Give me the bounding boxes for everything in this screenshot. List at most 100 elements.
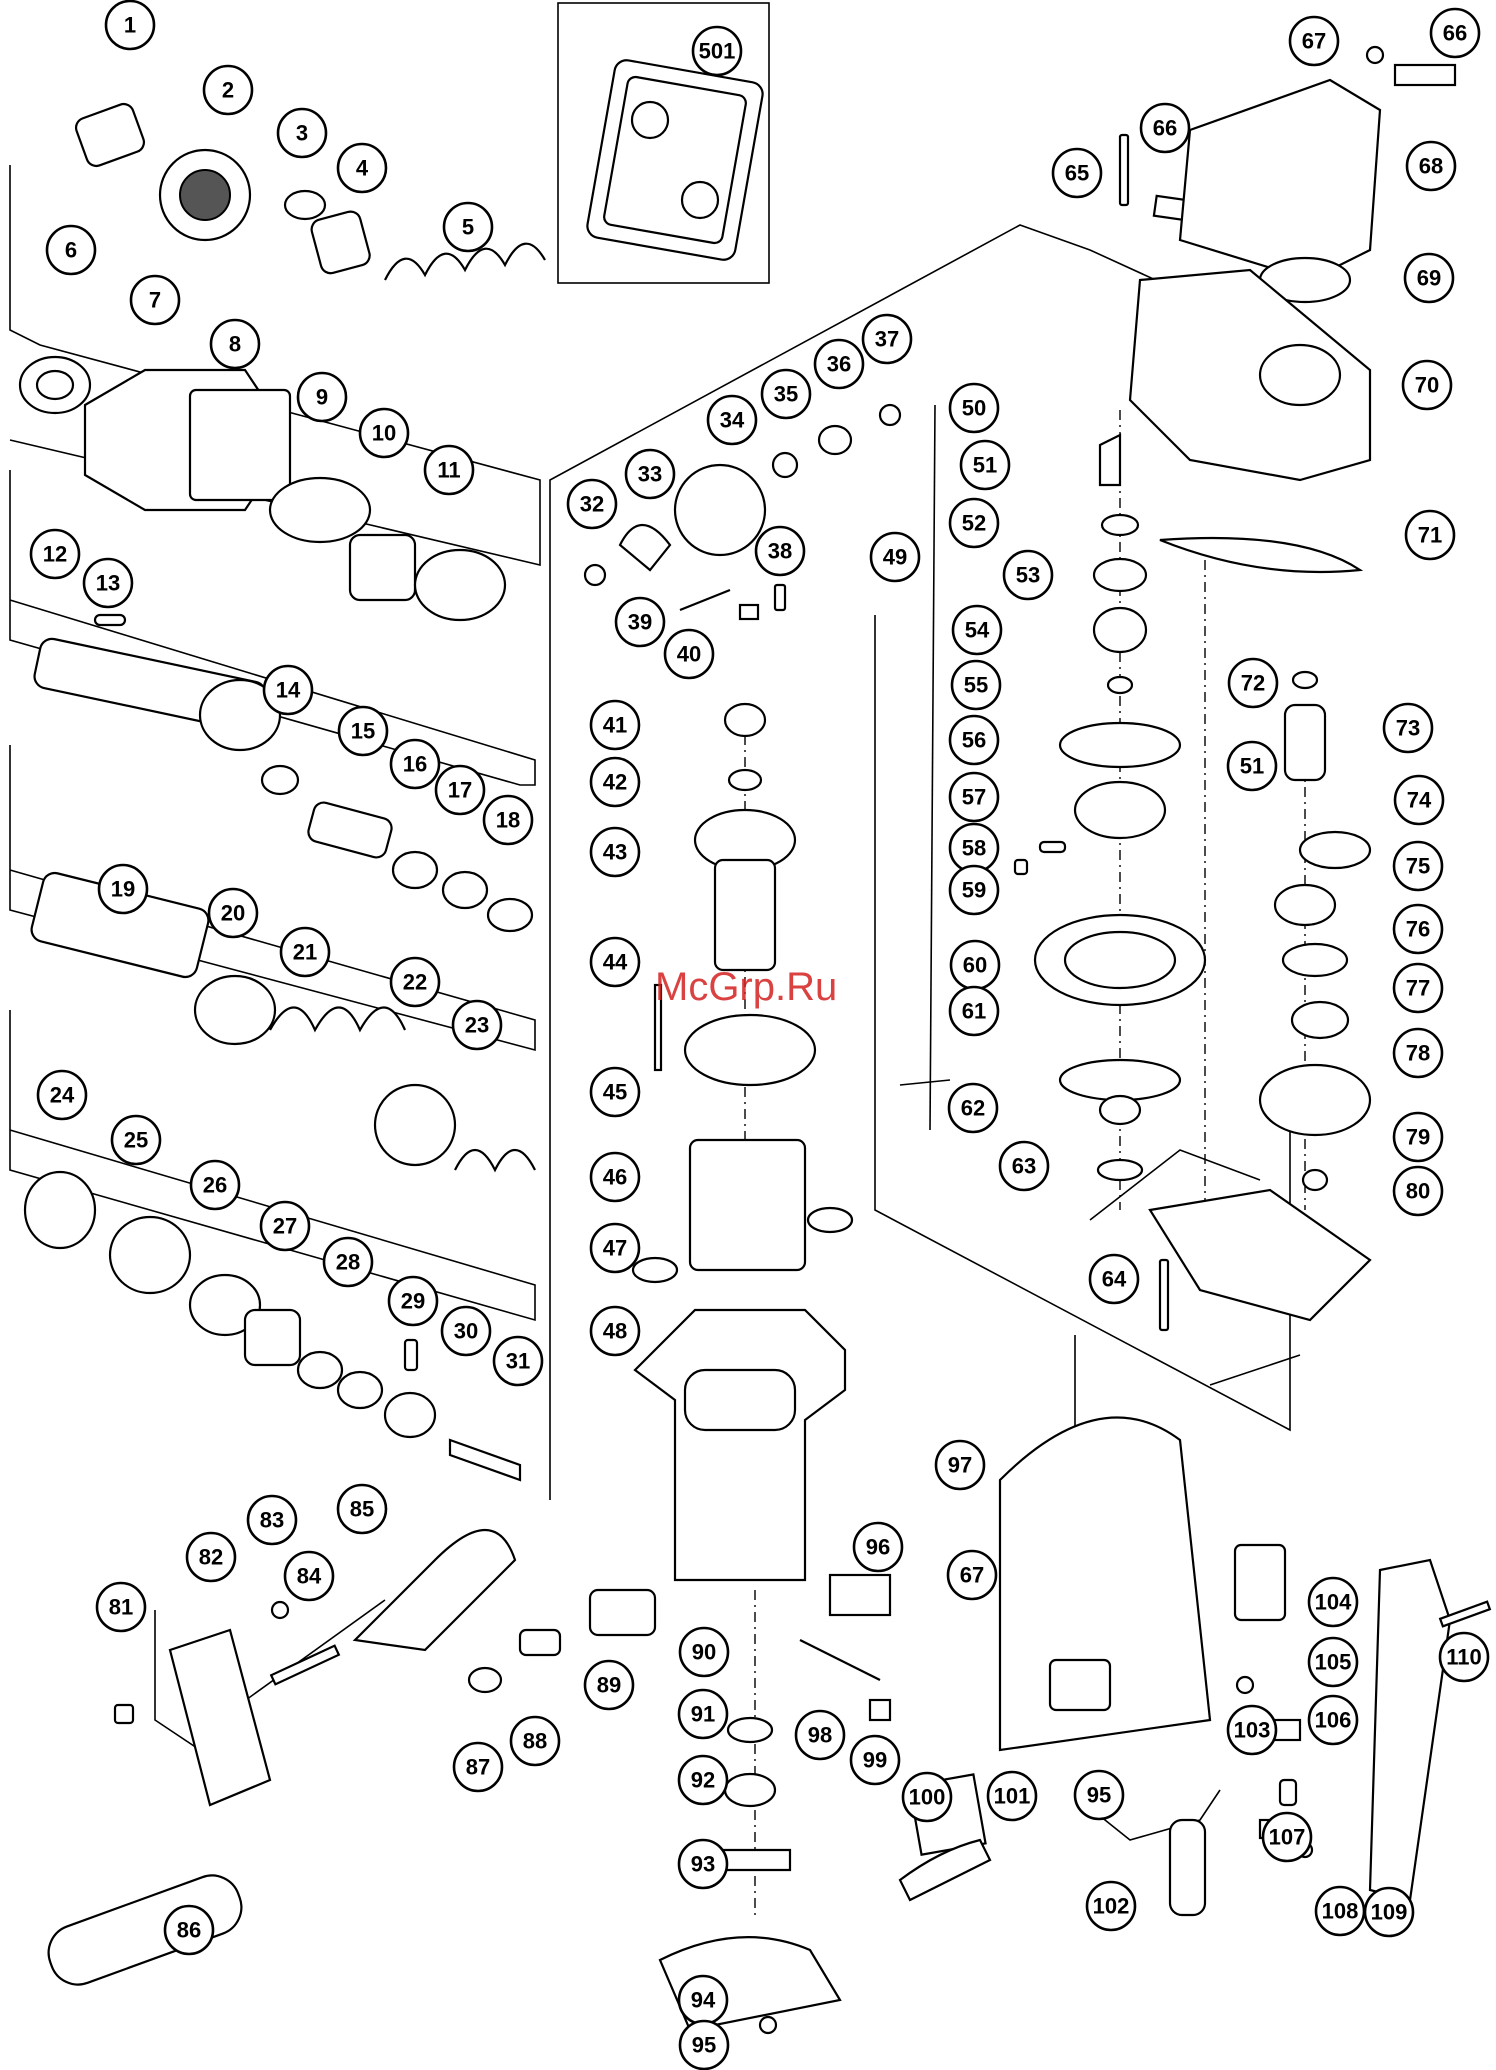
callout-circle xyxy=(296,371,348,423)
callout-circle xyxy=(45,224,97,276)
callout-circle xyxy=(36,1069,88,1121)
callout-number: 57 xyxy=(962,785,986,810)
callout-number: 36 xyxy=(827,352,851,377)
callout-number: 59 xyxy=(962,878,986,903)
part-callout-100: 100 xyxy=(901,1771,953,1823)
callout-circle xyxy=(813,338,865,390)
callout-circle xyxy=(1392,903,1444,955)
part-callout-110: 110 xyxy=(1438,1631,1490,1683)
callout-number: 501 xyxy=(699,39,736,64)
callout-number: 77 xyxy=(1406,976,1430,1001)
part-callout-33: 33 xyxy=(624,448,676,500)
part-callout-67: 67 xyxy=(946,1549,998,1601)
part-callout-45: 45 xyxy=(589,1066,641,1118)
callout-number: 102 xyxy=(1093,1894,1130,1919)
part-callout-93: 93 xyxy=(677,1838,729,1890)
callout-circle xyxy=(1139,102,1191,154)
callout-circle xyxy=(947,1082,999,1134)
callout-circle xyxy=(440,1305,492,1357)
part-callout-42: 42 xyxy=(589,756,641,808)
part-callout-44: 44 xyxy=(589,936,641,988)
callout-number: 82 xyxy=(199,1545,223,1570)
callout-circle xyxy=(1405,140,1457,192)
callout-circle xyxy=(901,1771,953,1823)
part-callout-36: 36 xyxy=(813,338,865,390)
part-callout-41: 41 xyxy=(589,699,641,751)
callout-number: 35 xyxy=(774,382,798,407)
part-callout-97: 97 xyxy=(934,1439,986,1491)
part-callout-57: 57 xyxy=(948,771,1000,823)
callout-circle xyxy=(389,738,441,790)
callout-number: 90 xyxy=(692,1640,716,1665)
part-callout-46: 46 xyxy=(589,1151,641,1203)
part-callout-83: 83 xyxy=(246,1494,298,1546)
callout-number: 26 xyxy=(203,1173,227,1198)
callout-circle xyxy=(1392,1111,1444,1163)
callout-number: 75 xyxy=(1406,854,1430,879)
callout-circle xyxy=(1307,1636,1359,1688)
callout-number: 98 xyxy=(808,1723,832,1748)
callout-number: 60 xyxy=(963,953,987,978)
part-callout-91: 91 xyxy=(677,1688,729,1740)
callout-circle xyxy=(794,1709,846,1761)
callout-number: 13 xyxy=(96,571,120,596)
callout-circle xyxy=(1393,774,1445,826)
part-callout-75: 75 xyxy=(1392,840,1444,892)
callout-circle xyxy=(336,142,388,194)
callout-number: 81 xyxy=(109,1595,133,1620)
part-callout-78: 78 xyxy=(1392,1027,1444,1079)
callout-circle xyxy=(262,664,314,716)
part-callout-25: 25 xyxy=(110,1114,162,1166)
part-callout-99: 99 xyxy=(849,1734,901,1786)
part-callout-2: 2 xyxy=(202,64,254,116)
part-callout-30: 30 xyxy=(440,1305,492,1357)
callout-circle xyxy=(387,1275,439,1327)
part-callout-82: 82 xyxy=(185,1531,237,1583)
part-callout-102: 102 xyxy=(1085,1880,1137,1932)
callout-number: 28 xyxy=(336,1250,360,1275)
callout-circle xyxy=(207,887,259,939)
callout-circle xyxy=(1226,1704,1278,1756)
part-callout-80: 80 xyxy=(1392,1165,1444,1217)
callout-number: 55 xyxy=(964,673,988,698)
callout-circle xyxy=(663,628,715,680)
part-callout-65: 65 xyxy=(1051,147,1103,199)
part-callout-8: 8 xyxy=(209,318,261,370)
callout-number: 104 xyxy=(1315,1590,1352,1615)
callout-number: 94 xyxy=(691,1988,716,2013)
part-callout-11: 11 xyxy=(423,444,475,496)
callout-circle xyxy=(482,794,534,846)
callout-number: 93 xyxy=(691,1852,715,1877)
callout-number: 97 xyxy=(948,1453,972,1478)
callout-number: 39 xyxy=(628,610,652,635)
callout-circle xyxy=(1227,657,1279,709)
callout-number: 23 xyxy=(465,1013,489,1038)
callout-circle xyxy=(677,1754,729,1806)
part-callout-35: 35 xyxy=(760,368,812,420)
callout-circle xyxy=(1363,1886,1415,1938)
callout-number: 80 xyxy=(1406,1179,1430,1204)
part-callout-68: 68 xyxy=(1405,140,1457,192)
callout-circle xyxy=(1401,359,1453,411)
callout-circle xyxy=(451,999,503,1051)
callout-circle xyxy=(754,525,806,577)
callout-circle xyxy=(1382,702,1434,754)
callout-number: 5 xyxy=(462,215,474,240)
part-callout-3: 3 xyxy=(276,107,328,159)
part-callout-23: 23 xyxy=(451,999,503,1051)
callout-number: 71 xyxy=(1418,523,1442,548)
callout-circle xyxy=(492,1335,544,1387)
part-callout-63: 63 xyxy=(998,1140,1050,1192)
callout-number: 106 xyxy=(1315,1708,1352,1733)
callout-number: 63 xyxy=(1012,1154,1036,1179)
callout-number: 44 xyxy=(603,950,628,975)
callout-number: 64 xyxy=(1102,1267,1127,1292)
callout-circle xyxy=(246,1494,298,1546)
callout-circle xyxy=(677,1688,729,1740)
callout-number: 70 xyxy=(1415,373,1439,398)
callout-number: 56 xyxy=(962,728,986,753)
callout-circle xyxy=(1085,1880,1137,1932)
watermark-text: McGrp.Ru xyxy=(655,965,837,1009)
callout-number: 41 xyxy=(603,713,627,738)
part-callout-50: 50 xyxy=(948,382,1000,434)
